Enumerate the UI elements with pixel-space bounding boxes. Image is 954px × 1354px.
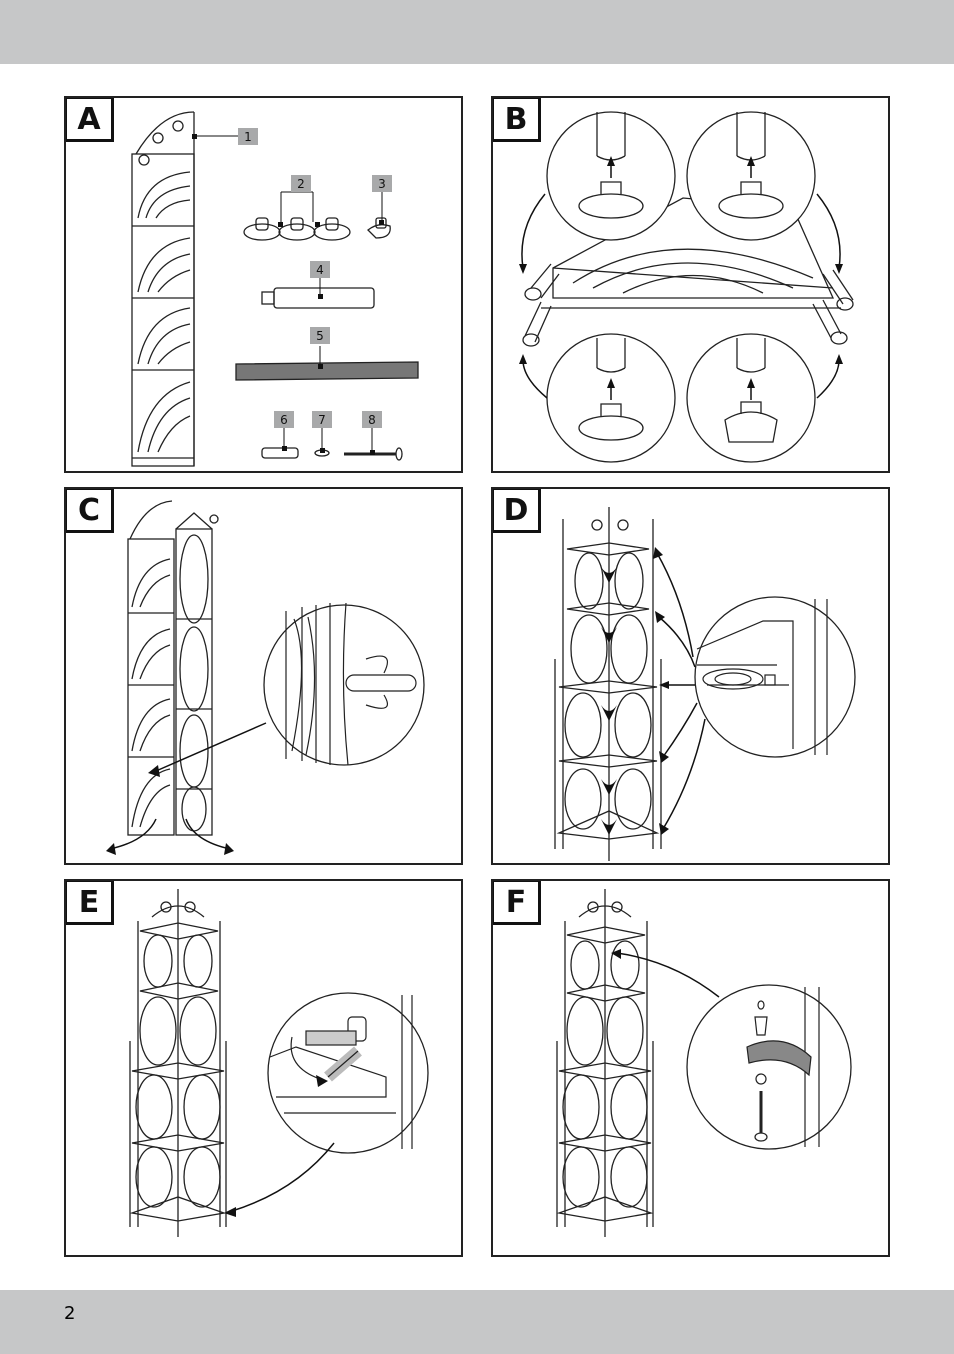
panel-b-illustration [493, 98, 890, 473]
panel-d-illustration [493, 489, 890, 865]
header-band [0, 0, 954, 64]
part-label-4: 4 [310, 261, 330, 278]
panel-e: E [64, 879, 463, 1257]
panel-letter-d: D [491, 487, 541, 533]
part-label-8: 8 [362, 411, 382, 428]
page-number: 2 [64, 1303, 75, 1324]
panel-d: D [491, 487, 890, 865]
panel-f: F [491, 879, 890, 1257]
panel-letter-f: F [491, 879, 541, 925]
part-label-3: 3 [372, 175, 392, 192]
panel-c: C [64, 487, 463, 865]
panel-a-illustration [66, 98, 463, 473]
panel-b: B [491, 96, 890, 473]
part-label-2: 2 [291, 175, 311, 192]
part-label-5: 5 [310, 327, 330, 344]
part-label-1: 1 [238, 128, 258, 145]
panel-letter-c: C [64, 487, 114, 533]
panel-letter-e: E [64, 879, 114, 925]
panel-a: A [64, 96, 463, 473]
footer-band [0, 1290, 954, 1354]
panel-c-illustration [66, 489, 463, 865]
panel-f-illustration [493, 881, 890, 1257]
part-label-7: 7 [312, 411, 332, 428]
panel-e-illustration [66, 881, 463, 1257]
part-label-6: 6 [274, 411, 294, 428]
panel-letter-b: B [491, 96, 541, 142]
panel-letter-a: A [64, 96, 114, 142]
